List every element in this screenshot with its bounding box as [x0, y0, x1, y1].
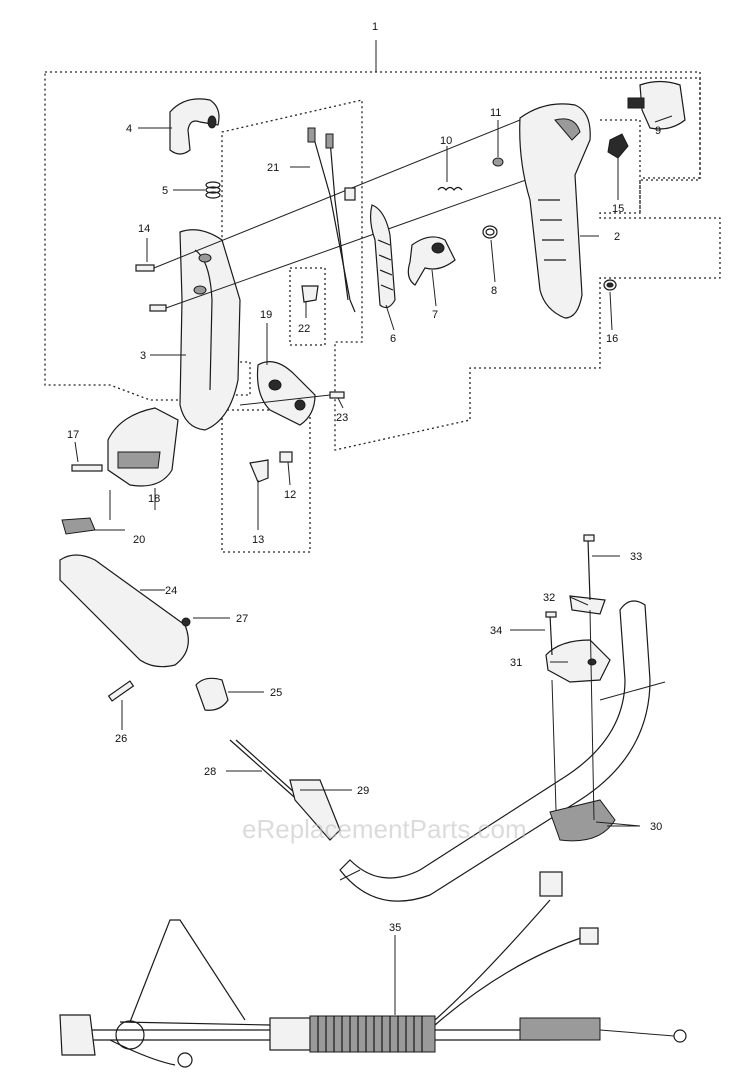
pin-11 [492, 157, 504, 167]
callout-4: 4 [126, 123, 132, 135]
leader-33-30 [589, 609, 595, 821]
callout-leaders [74, 115, 673, 827]
screw-14 [135, 119, 521, 272]
callout-7: 7 [432, 309, 438, 321]
callout-32: 32 [543, 592, 555, 604]
switch-19 [256, 361, 316, 426]
callout-8: 8 [491, 285, 497, 297]
callout-31: 31 [510, 657, 522, 669]
callout-9: 9 [655, 125, 661, 137]
nut-15 [607, 133, 629, 159]
throttle-trigger-7 [407, 236, 456, 286]
nut-16 [603, 279, 617, 291]
callout-29: 29 [357, 785, 369, 797]
clamp-31 [545, 639, 611, 683]
callout-23: 23 [336, 412, 348, 424]
handlebar-tube [339, 600, 666, 902]
callout-11: 11 [490, 107, 501, 119]
trigger-cover-4 [169, 98, 220, 155]
callout-19: 19 [260, 309, 272, 321]
callout-10: 10 [440, 135, 452, 147]
handle-left-half-3 [179, 229, 241, 431]
spring-5 [205, 181, 221, 199]
guard-29 [289, 779, 341, 841]
spring-8 [482, 225, 498, 239]
clip-22 [301, 285, 319, 303]
screw-lower-left [149, 174, 541, 312]
callout-12: 12 [284, 489, 296, 501]
leader-31-30 [551, 679, 557, 811]
clamp-25 [195, 677, 229, 711]
callout-3: 3 [140, 350, 146, 362]
bolt-34 [545, 611, 557, 656]
callout-17: 17 [67, 429, 79, 441]
clamp-30 [549, 799, 641, 842]
callout-27: 27 [236, 613, 248, 625]
callout-25: 25 [270, 687, 282, 699]
callout-labels: 1 2 3 4 5 6 7 8 9 10 11 12 13 14 15 16 1… [67, 21, 662, 934]
grip-24 [59, 554, 189, 668]
callout-30: 30 [650, 821, 662, 833]
wire-harness-21 [307, 127, 356, 313]
callout-5: 5 [162, 185, 168, 197]
handle-right-half-2 [519, 103, 591, 319]
callout-24: 24 [165, 585, 177, 597]
screw-17 [71, 464, 103, 472]
clip-13 [249, 459, 269, 483]
callout-22: 22 [298, 323, 310, 335]
callout-18: 18 [148, 493, 160, 505]
callout-2: 2 [614, 231, 620, 243]
callout-21: 21 [267, 162, 279, 174]
callout-34: 34 [490, 625, 502, 637]
callout-6: 6 [390, 333, 396, 345]
callout-13: 13 [252, 534, 264, 546]
callout-16: 16 [606, 333, 618, 345]
screw-23 [239, 391, 345, 406]
spring-10 [437, 186, 463, 191]
screw-12 [279, 451, 293, 463]
callout-28: 28 [204, 766, 216, 778]
screw-26 [107, 680, 135, 702]
callout-26: 26 [115, 733, 127, 745]
screw-27 [181, 617, 191, 627]
cover-18 [107, 407, 179, 487]
callout-14: 14 [138, 223, 150, 235]
plate-20 [61, 517, 96, 535]
callout-1: 1 [372, 21, 378, 33]
wiring-harness-35 [59, 871, 687, 1068]
knob-9 [627, 80, 686, 130]
callout-15: 15 [612, 203, 624, 215]
callout-33: 33 [630, 551, 642, 563]
bolt-33 [583, 534, 595, 601]
callout-20: 20 [133, 534, 145, 546]
throttle-lock-6 [369, 204, 396, 309]
watermark-text: eReplacementParts.com [242, 814, 527, 844]
callout-35: 35 [389, 922, 401, 934]
